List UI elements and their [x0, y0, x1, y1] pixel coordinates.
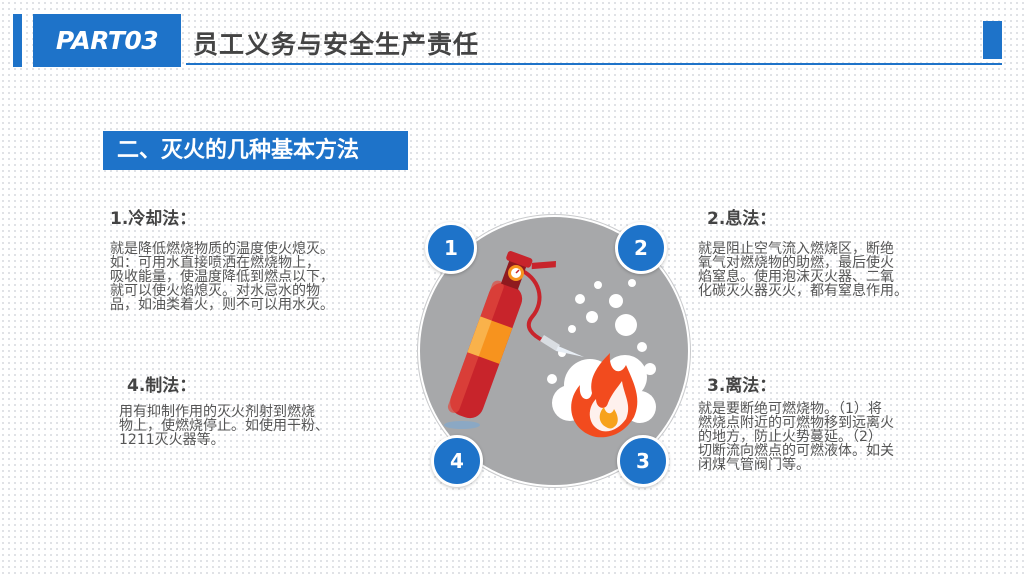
text-line: 吸收能量，使温度降低到燃点以下， [110, 269, 334, 285]
badge-3: 3 [617, 435, 669, 487]
text-line: 氧气对燃烧物的助燃，最后使火 [698, 255, 894, 271]
header-underline [186, 63, 1002, 65]
text-line: 就可以使火焰熄灭。对水忌水的物 [110, 283, 320, 299]
method-1-title: 1.冷却法： [110, 209, 197, 229]
method-4-title: 4.制法： [127, 376, 197, 396]
part-label: PART03 [55, 26, 159, 55]
text-line: 品，如油类着火，则不可以用水灭。 [110, 297, 334, 313]
text-line: 闭煤气管阀门等。 [698, 457, 810, 473]
method-4-text: 用有抑制作用的灭火剂射到燃烧 物上，使燃烧停止。如使用干粉、 1211灭火器等。 [119, 405, 329, 447]
text-line: 用有抑制作用的灭火剂射到燃烧 [119, 404, 315, 420]
text-line: 如：可用水直接喷洒在燃烧物上， [110, 255, 320, 271]
text-line: 化碳灭火器灭火，都有窒息作用。 [698, 283, 908, 299]
section-title: 二、灭火的几种基本方法 [103, 131, 408, 170]
method-2-text: 就是阻止空气流入燃烧区，断绝 氧气对燃烧物的助燃，最后使火 焰窒息。使用泡沫灭火… [698, 242, 908, 298]
method-3-text: 就是要断绝可燃烧物。（1）将 燃烧点附近的可燃物移到远离火 的地方，防止火势蔓延… [698, 402, 894, 472]
text-line: 就是阻止空气流入燃烧区，断绝 [698, 241, 894, 257]
text-line: 就是要断绝可燃烧物。（1）将 [698, 401, 882, 417]
method-3-title: 3.离法： [707, 376, 777, 396]
fire-extinguisher-illustration [444, 251, 656, 438]
badge-1: 1 [425, 222, 477, 274]
text-line: 1211灭火器等。 [119, 432, 225, 448]
badge-2: 2 [615, 222, 667, 274]
badge-4: 4 [431, 435, 483, 487]
header-right-marker [983, 21, 1002, 59]
text-line: 的地方，防止火势蔓延。（2） [698, 429, 882, 445]
method-1-text: 就是降低燃烧物质的温度使火熄灭。 如：可用水直接喷洒在燃烧物上， 吸收能量，使温… [110, 242, 334, 312]
text-line: 切断流向燃点的可燃液体。如关 [698, 443, 894, 459]
page-title: 员工义务与安全生产责任 [193, 30, 480, 59]
text-line: 燃烧点附近的可燃物移到远离火 [698, 415, 894, 431]
method-2-title: 2.息法： [707, 209, 777, 229]
text-line: 焰窒息。使用泡沫灭火器、二氧 [698, 269, 894, 285]
text-line: 物上，使燃烧停止。如使用干粉、 [119, 418, 329, 434]
part-label-box: PART03 [33, 14, 181, 67]
header-accent-stripe [13, 14, 22, 67]
text-line: 就是降低燃烧物质的温度使火熄灭。 [110, 241, 334, 257]
